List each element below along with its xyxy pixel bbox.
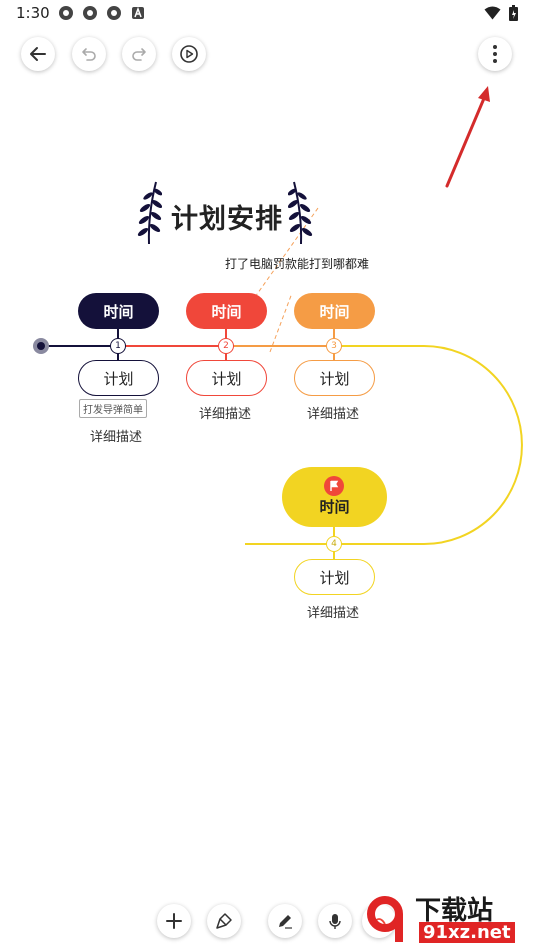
step-number-2: 2 [218, 338, 234, 354]
flag-icon [324, 476, 344, 496]
voice-button[interactable] [318, 904, 352, 938]
watermark-line1: 下载站 [415, 896, 494, 926]
play-button[interactable] [172, 37, 206, 71]
time-node-2[interactable]: 时间 [186, 293, 267, 329]
description-1[interactable]: 详细描述 [90, 430, 143, 445]
redo-button[interactable] [122, 37, 156, 71]
floating-note[interactable]: 打了电脑罚款能打到哪都难 [225, 257, 370, 271]
laurel-left-icon [137, 181, 162, 245]
undo-icon [82, 48, 96, 61]
status-time: 1:30 [16, 4, 50, 22]
description-3[interactable]: 详细描述 [307, 407, 360, 422]
play-icon [180, 45, 198, 63]
add-node-button[interactable] [157, 904, 191, 938]
plan-node-3[interactable]: 计划 [294, 360, 375, 396]
step-number-4: 4 [326, 536, 342, 552]
plus-icon [166, 913, 182, 929]
plan-node-1[interactable]: 计划 [78, 360, 159, 396]
wifi-icon [484, 6, 501, 20]
app-notification-icon [59, 6, 73, 20]
a-letter-icon [132, 6, 144, 19]
annotation-arrow [445, 86, 490, 188]
watermark-line2: 91xz.net [419, 922, 515, 943]
redo-icon [132, 48, 146, 61]
description-4[interactable]: 详细描述 [307, 606, 360, 621]
plan-node-2[interactable]: 计划 [186, 360, 267, 396]
edit-button[interactable] [268, 904, 302, 938]
status-notification-icons [58, 5, 146, 21]
time-node-3[interactable]: 时间 [294, 293, 375, 329]
more-vertical-icon [493, 45, 497, 63]
status-bar: 1:30 [0, 0, 534, 28]
status-system-icons [484, 5, 518, 21]
back-arrow-icon [30, 47, 46, 61]
mindmap-title[interactable]: 计划安排 [171, 204, 283, 235]
site-watermark: 下载站 91xz.net [359, 886, 534, 950]
step-number-1: 1 [110, 338, 126, 354]
time-node-4-label: 时间 [319, 497, 350, 516]
style-button[interactable] [207, 904, 241, 938]
more-options-button[interactable] [478, 37, 512, 71]
step-number-3: 3 [326, 338, 342, 354]
laurel-right-icon [288, 181, 313, 245]
undo-button[interactable] [72, 37, 106, 71]
node-tag[interactable]: 打发导弹简单 [79, 399, 147, 418]
app-notification-icon [107, 6, 121, 20]
time-node-4[interactable]: 时间 [282, 467, 387, 527]
plan-node-4[interactable]: 计划 [294, 559, 375, 595]
watermark-logo-icon [367, 896, 403, 942]
app-notification-icon [83, 6, 97, 20]
pencil-icon [279, 915, 292, 929]
paint-brush-icon [216, 913, 232, 929]
description-2[interactable]: 详细描述 [199, 407, 252, 422]
back-button[interactable] [21, 37, 55, 71]
time-node-1[interactable]: 时间 [78, 293, 159, 329]
microphone-icon [329, 914, 341, 929]
battery-icon [509, 5, 518, 21]
